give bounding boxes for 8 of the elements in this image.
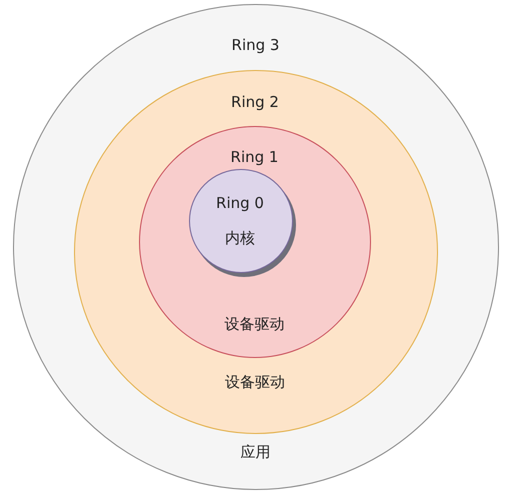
ring-label: Ring 1 bbox=[230, 148, 278, 166]
layer-label: 内核 bbox=[225, 229, 255, 247]
layer-label: 应用 bbox=[240, 442, 270, 460]
ring-label: Ring 0 bbox=[216, 194, 264, 212]
layer-label: 设备驱动 bbox=[224, 314, 284, 332]
layer-label: 设备驱动 bbox=[225, 373, 285, 391]
ring-label: Ring 3 bbox=[232, 36, 280, 54]
ring-label: Ring 2 bbox=[231, 93, 279, 111]
